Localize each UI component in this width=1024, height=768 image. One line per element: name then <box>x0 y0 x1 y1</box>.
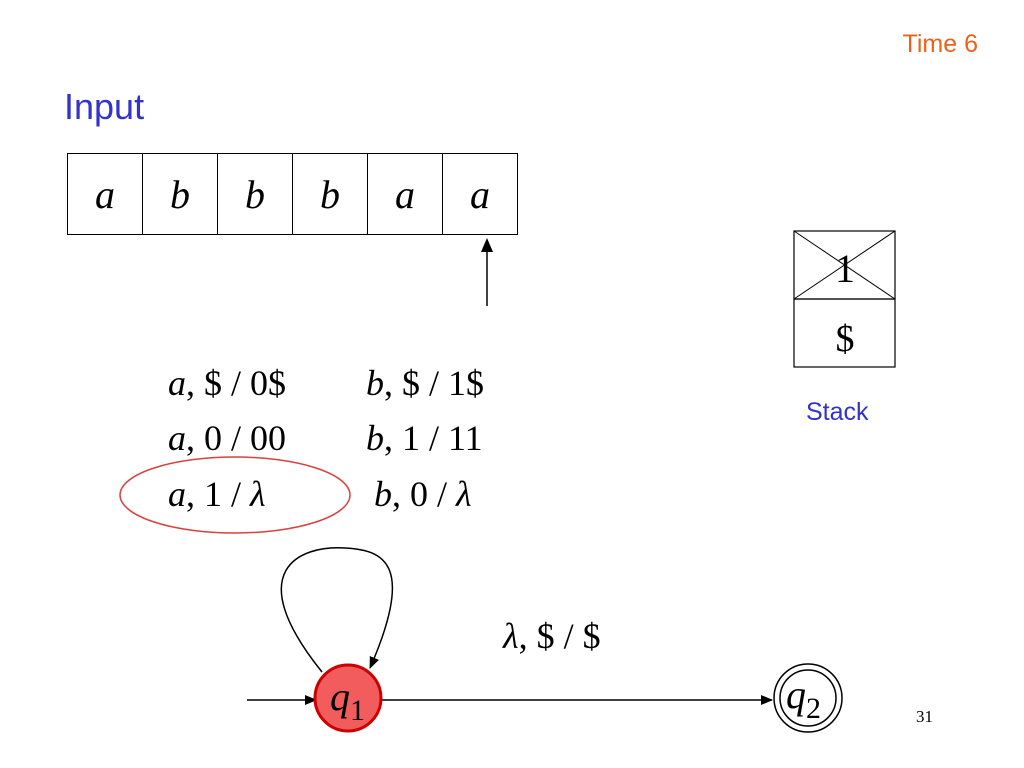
state-q1: q1 <box>313 663 383 733</box>
svg-text:q1: q1 <box>330 674 365 727</box>
read-head-arrow <box>481 238 493 306</box>
stack-title: Stack <box>806 398 869 426</box>
time-label: Time 6 <box>902 30 978 58</box>
page-number: 31 <box>916 707 933 726</box>
input-tape: a b b b a a <box>67 153 518 235</box>
stack-cross-line <box>793 230 896 300</box>
loop-transition-rules: a, $ / 0$ b, $ / 1$ a, 0 / 00 b, 1 / 11 … <box>168 363 484 514</box>
stack: 1 $ <box>793 230 896 368</box>
input-title: Input <box>64 86 145 127</box>
active-rule-highlight <box>119 456 351 534</box>
stack-cell-symbol: 1 <box>835 246 855 291</box>
self-loop-edge <box>280 547 394 673</box>
transition-rule: b, 0 / λ <box>374 474 472 514</box>
transition-rule: a, $ / 0$ <box>168 363 286 403</box>
stack-cell-symbol: $ <box>836 318 855 360</box>
svg-text:q2: q2 <box>786 672 821 725</box>
transition-rule-highlighted: a, 1 / λ <box>168 474 266 514</box>
tape-cell: a <box>442 153 518 235</box>
transition-rule: b, 1 / 11 <box>366 418 483 458</box>
transition-rule: b, $ / 1$ <box>366 363 484 403</box>
transition-rule: a, 0 / 00 <box>168 418 286 458</box>
edge-q1-q2-label: λ, $ / $ <box>502 616 601 656</box>
state-q2: q2 <box>773 663 843 733</box>
